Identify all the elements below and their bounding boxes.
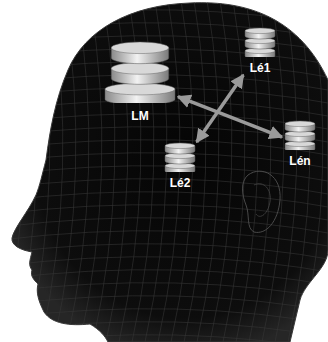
stack-icon-node: LM [102, 41, 178, 123]
stack-icon [104, 41, 176, 103]
stack-icon [284, 120, 316, 150]
head-silhouette [12, 3, 328, 342]
stack-icon-node: Lén [282, 120, 318, 168]
double-arrow [178, 97, 282, 137]
stack-icon-node: Lé2 [162, 142, 198, 190]
node-label: Lé1 [242, 61, 278, 75]
stack-icon-node: Lé1 [242, 27, 278, 75]
stack-icon [164, 142, 196, 172]
node-label: Lén [282, 154, 318, 168]
node-label: LM [102, 109, 178, 123]
double-arrow [197, 75, 244, 142]
node-label: Lé2 [162, 176, 198, 190]
ear-outline [243, 171, 281, 232]
stack-icon [244, 27, 276, 57]
